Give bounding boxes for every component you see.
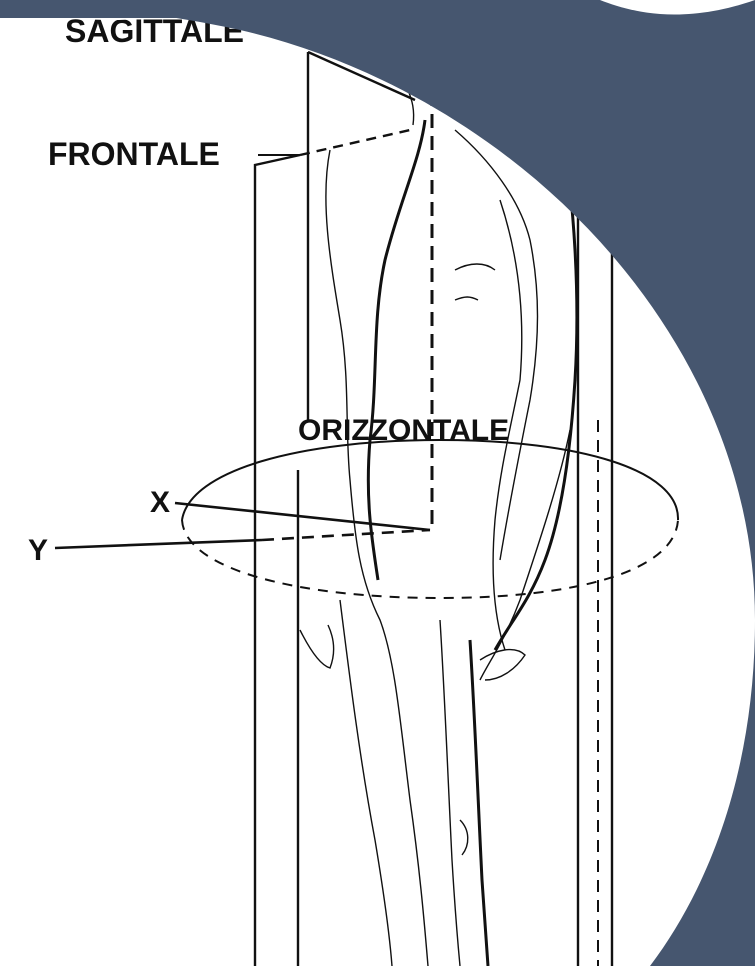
back-outline (326, 150, 428, 966)
inner-leg-outline (440, 620, 460, 966)
back-leg-outline (340, 600, 392, 966)
front-torso-outline (455, 130, 538, 560)
sagittal-plane (298, 52, 415, 966)
chest-detail (455, 264, 495, 270)
hand-right (480, 650, 525, 680)
axis-x-line (175, 503, 430, 530)
axis-y-line (55, 540, 262, 548)
knee-detail (460, 820, 468, 855)
horizontal-plane-front-arc (182, 440, 678, 520)
rib-detail (455, 297, 478, 300)
front-leg-thick (470, 640, 488, 966)
label-axis-x: X (150, 486, 170, 519)
horizontal-plane (182, 440, 678, 598)
label-axis-y: Y (28, 534, 48, 567)
axis-y-dashed-line (262, 530, 430, 540)
label-frontal: FRONTALE (48, 136, 220, 172)
human-figure (300, 65, 577, 966)
label-horizontal: ORIZZONTALE (298, 414, 509, 447)
frontal-plane-top-hidden-edge (300, 130, 410, 155)
hand-left (300, 625, 334, 668)
spine-line (368, 120, 425, 580)
horizontal-plane-back-arc (182, 520, 678, 598)
frontal-plane-left-edge (255, 155, 300, 966)
overlay-top-band (0, 0, 300, 18)
